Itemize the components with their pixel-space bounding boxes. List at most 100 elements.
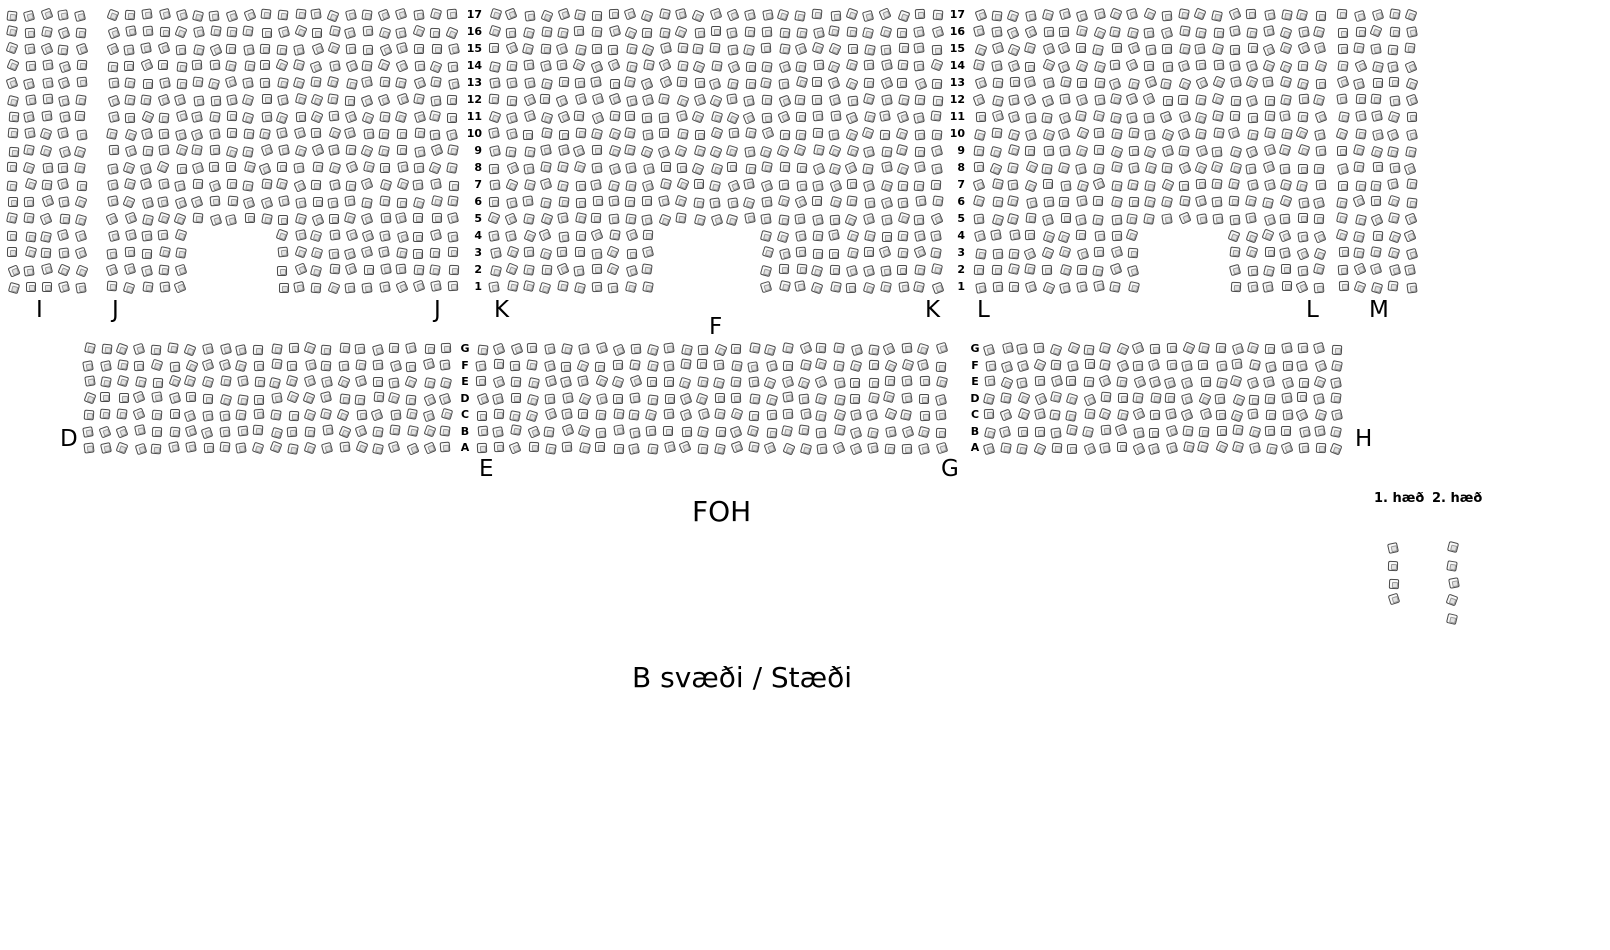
seat[interactable] <box>930 162 943 175</box>
seat[interactable] <box>345 180 357 191</box>
seat[interactable] <box>176 61 188 73</box>
seat[interactable] <box>377 93 391 106</box>
seat[interactable] <box>812 27 825 40</box>
seat[interactable] <box>1297 144 1311 157</box>
seat[interactable] <box>41 77 54 89</box>
seat[interactable] <box>1335 229 1348 242</box>
seat[interactable] <box>210 25 222 37</box>
seat[interactable] <box>1092 110 1105 123</box>
seat[interactable] <box>1161 10 1173 22</box>
seat[interactable] <box>1369 24 1383 38</box>
seat[interactable] <box>447 211 460 225</box>
seat[interactable] <box>691 8 705 23</box>
seat[interactable] <box>1108 77 1122 90</box>
seat[interactable] <box>523 246 535 258</box>
seat[interactable] <box>242 77 254 89</box>
seat[interactable] <box>524 178 537 191</box>
seat[interactable] <box>355 440 369 454</box>
seat[interactable] <box>174 263 187 277</box>
seat[interactable] <box>640 9 654 23</box>
seat[interactable] <box>812 127 824 138</box>
seat[interactable] <box>990 60 1003 72</box>
seat[interactable] <box>1066 443 1078 454</box>
seat[interactable] <box>975 111 987 122</box>
seat[interactable] <box>714 392 726 404</box>
seat[interactable] <box>828 162 841 175</box>
seat[interactable] <box>935 427 947 438</box>
seat[interactable] <box>897 27 908 38</box>
seat[interactable] <box>845 282 857 294</box>
seat[interactable] <box>377 246 390 259</box>
seat[interactable] <box>562 423 575 437</box>
seat[interactable] <box>781 375 795 388</box>
seat[interactable] <box>974 128 987 141</box>
seat[interactable] <box>506 60 518 72</box>
seat[interactable] <box>708 78 722 91</box>
seat[interactable] <box>1211 195 1223 208</box>
seat[interactable] <box>1245 245 1259 258</box>
seat[interactable] <box>540 212 554 226</box>
seat[interactable] <box>1059 144 1071 157</box>
seat[interactable] <box>625 162 638 175</box>
seat[interactable] <box>1109 262 1123 275</box>
seat[interactable] <box>1033 441 1047 456</box>
seat[interactable] <box>863 281 876 294</box>
seat[interactable] <box>1083 393 1097 407</box>
seat[interactable] <box>1023 75 1036 88</box>
seat[interactable] <box>1245 95 1259 108</box>
seat[interactable] <box>1145 44 1157 56</box>
seat[interactable] <box>41 179 53 191</box>
seat[interactable] <box>1125 8 1139 21</box>
seat[interactable] <box>643 229 654 240</box>
seat[interactable] <box>1296 247 1310 261</box>
seat[interactable] <box>830 196 843 209</box>
seat[interactable] <box>1313 163 1325 175</box>
seat[interactable] <box>1093 94 1106 106</box>
seat[interactable] <box>293 162 305 174</box>
seat[interactable] <box>159 27 171 38</box>
seat[interactable] <box>1371 129 1384 142</box>
seat[interactable] <box>1263 376 1276 389</box>
seat[interactable] <box>577 408 588 420</box>
seat[interactable] <box>413 249 424 260</box>
seat[interactable] <box>1211 10 1223 23</box>
seat[interactable] <box>1387 177 1399 190</box>
seat[interactable] <box>446 94 457 105</box>
seat[interactable] <box>862 27 875 40</box>
seat[interactable] <box>1312 392 1325 405</box>
seat[interactable] <box>1126 112 1138 125</box>
seat[interactable] <box>226 9 239 22</box>
seat[interactable] <box>83 391 96 405</box>
seat[interactable] <box>133 342 146 355</box>
seat[interactable] <box>23 197 34 208</box>
seat[interactable] <box>973 213 985 225</box>
seat[interactable] <box>1177 94 1188 106</box>
seat[interactable] <box>168 374 182 388</box>
seat[interactable] <box>397 128 408 140</box>
seat[interactable] <box>1116 376 1128 388</box>
seat[interactable] <box>378 128 390 140</box>
seat[interactable] <box>574 77 586 89</box>
seat[interactable] <box>1001 360 1014 374</box>
seat[interactable] <box>1338 280 1350 292</box>
seat[interactable] <box>1315 145 1327 157</box>
seat[interactable] <box>878 246 892 259</box>
seat[interactable] <box>1352 194 1366 208</box>
seat[interactable] <box>1177 59 1191 73</box>
seat[interactable] <box>311 213 325 227</box>
seat[interactable] <box>1228 264 1242 277</box>
seat[interactable] <box>115 425 129 439</box>
seat[interactable] <box>782 391 794 403</box>
seat[interactable] <box>1261 281 1274 293</box>
seat[interactable] <box>74 229 87 242</box>
seat[interactable] <box>913 281 926 294</box>
seat[interactable] <box>1074 110 1087 122</box>
seat[interactable] <box>243 128 255 140</box>
seat[interactable] <box>362 25 374 36</box>
seat[interactable] <box>208 111 221 123</box>
seat[interactable] <box>1133 375 1147 389</box>
seat[interactable] <box>413 212 424 223</box>
seat[interactable] <box>1041 246 1055 260</box>
seat[interactable] <box>811 281 824 295</box>
seat[interactable] <box>406 407 418 420</box>
